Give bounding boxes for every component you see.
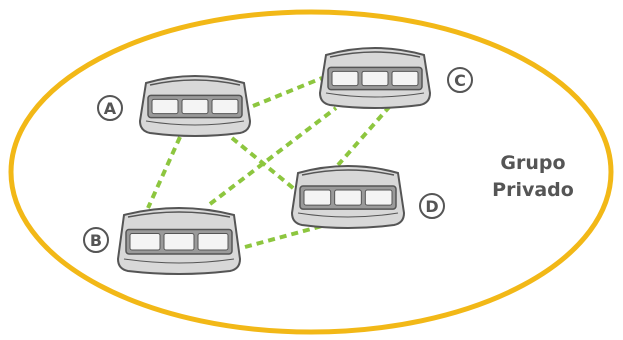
device-d-lower-edge: [297, 212, 399, 218]
link-b-c: [208, 106, 338, 206]
link-c-d: [336, 104, 392, 167]
private-group-boundary: [8, 9, 614, 335]
device-c-lower-edge: [325, 92, 425, 98]
link-b-d: [244, 224, 323, 249]
device-a-ridge: [149, 79, 241, 86]
link-a-b: [146, 136, 182, 209]
device-a-lower-edge: [145, 120, 245, 126]
device-b-button-2: [163, 232, 195, 251]
links-layer: [146, 76, 392, 249]
device-a-button-2: [181, 98, 209, 115]
device-d-button-1: [303, 189, 332, 206]
device-d-label-circle: [419, 193, 445, 219]
device-a-label-circle: [97, 95, 123, 121]
device-d-label: D: [425, 197, 438, 216]
group-label-line2: Privado: [492, 179, 574, 201]
device-c-ridge: [329, 51, 421, 58]
device-a: A: [97, 75, 252, 137]
device-b-label-circle: [83, 227, 109, 253]
device-c-button-3: [391, 70, 419, 87]
link-a-d: [230, 136, 300, 194]
device-d-ridge: [301, 169, 395, 176]
device-a-label: A: [104, 99, 117, 118]
device-b-button-3: [197, 232, 229, 251]
devices-layer: A B C D: [83, 47, 473, 275]
device-c-label: C: [454, 71, 466, 90]
device-d-button-2: [334, 189, 362, 206]
device-a-button-1: [151, 98, 179, 115]
device-b-button-1: [129, 232, 161, 251]
device-c-button-1: [331, 70, 359, 87]
link-a-c: [252, 76, 323, 108]
device-b: B: [83, 207, 242, 275]
group-label-line1: Grupo: [500, 152, 566, 174]
device-d: D: [290, 165, 445, 229]
device-b-ridge: [127, 211, 231, 218]
device-c: C: [318, 47, 473, 109]
device-d-button-3: [364, 189, 393, 206]
device-b-lower-edge: [123, 258, 235, 264]
device-b-label: B: [90, 231, 102, 250]
group-label: Grupo Privado: [478, 150, 588, 204]
device-c-button-2: [361, 70, 389, 87]
device-c-label-circle: [447, 67, 473, 93]
device-a-button-3: [211, 98, 239, 115]
